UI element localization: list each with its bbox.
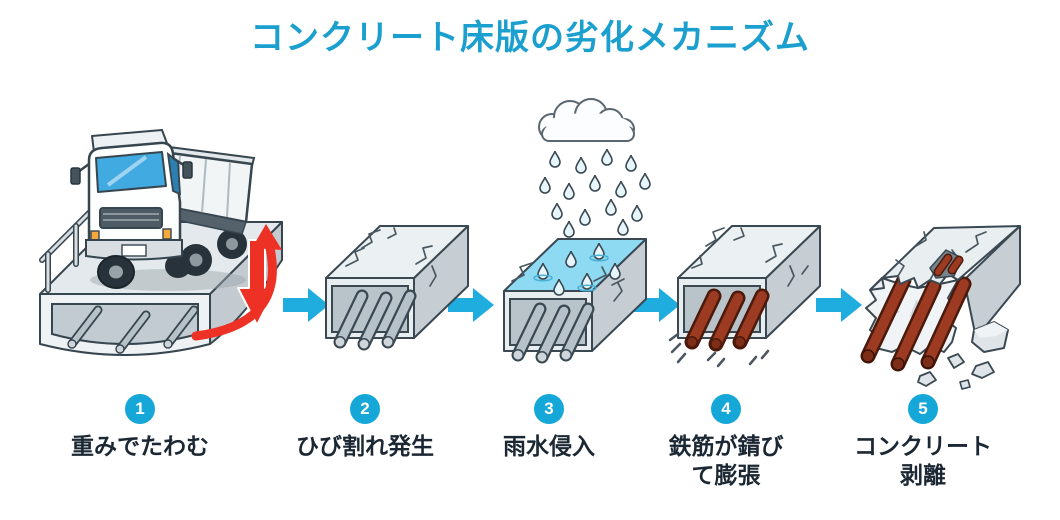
flow-arrow-icon [448, 288, 494, 322]
illustration-rain-intrusion [494, 95, 676, 363]
step-label-1: 重みでたわむ [71, 433, 209, 459]
diagram-title: コンクリート床版の劣化メカニズム [250, 19, 810, 57]
flow-arrow-icon [634, 288, 680, 322]
rain-cloud-icon [538, 98, 635, 142]
step-label-5: コンクリート剥離 [854, 433, 992, 488]
flow-arrow-icon [816, 288, 862, 322]
step-number-3: 3 [534, 394, 564, 424]
step-number-2: 2 [350, 394, 380, 424]
illustration-rusted-rebar [668, 182, 830, 368]
raindrops [539, 148, 651, 238]
falling-concrete-chunks [917, 321, 1009, 390]
step-label-3: 雨水侵入 [503, 433, 595, 459]
illustration-concrete-spalling [856, 180, 1056, 390]
surface-drops [533, 242, 621, 296]
step-number-1: 1 [125, 394, 155, 424]
step-label-4: 鉄筋が錆びて膨張 [668, 433, 784, 488]
exposed-rusty-rebars [860, 272, 972, 372]
step-number-4: 4 [711, 394, 741, 424]
deflection-curve-arrow-icon [191, 224, 282, 341]
railing [39, 179, 123, 293]
flow-arrow-icon [283, 288, 329, 322]
illustration-truck-on-deflecting-slab [28, 92, 293, 384]
dump-truck [70, 129, 256, 291]
expansion-emphasis-lines [668, 332, 770, 368]
illustration-cracked-slab [318, 186, 470, 354]
step-label-2: ひび割れ発生 [296, 433, 434, 459]
step-number-5: 5 [908, 394, 938, 424]
